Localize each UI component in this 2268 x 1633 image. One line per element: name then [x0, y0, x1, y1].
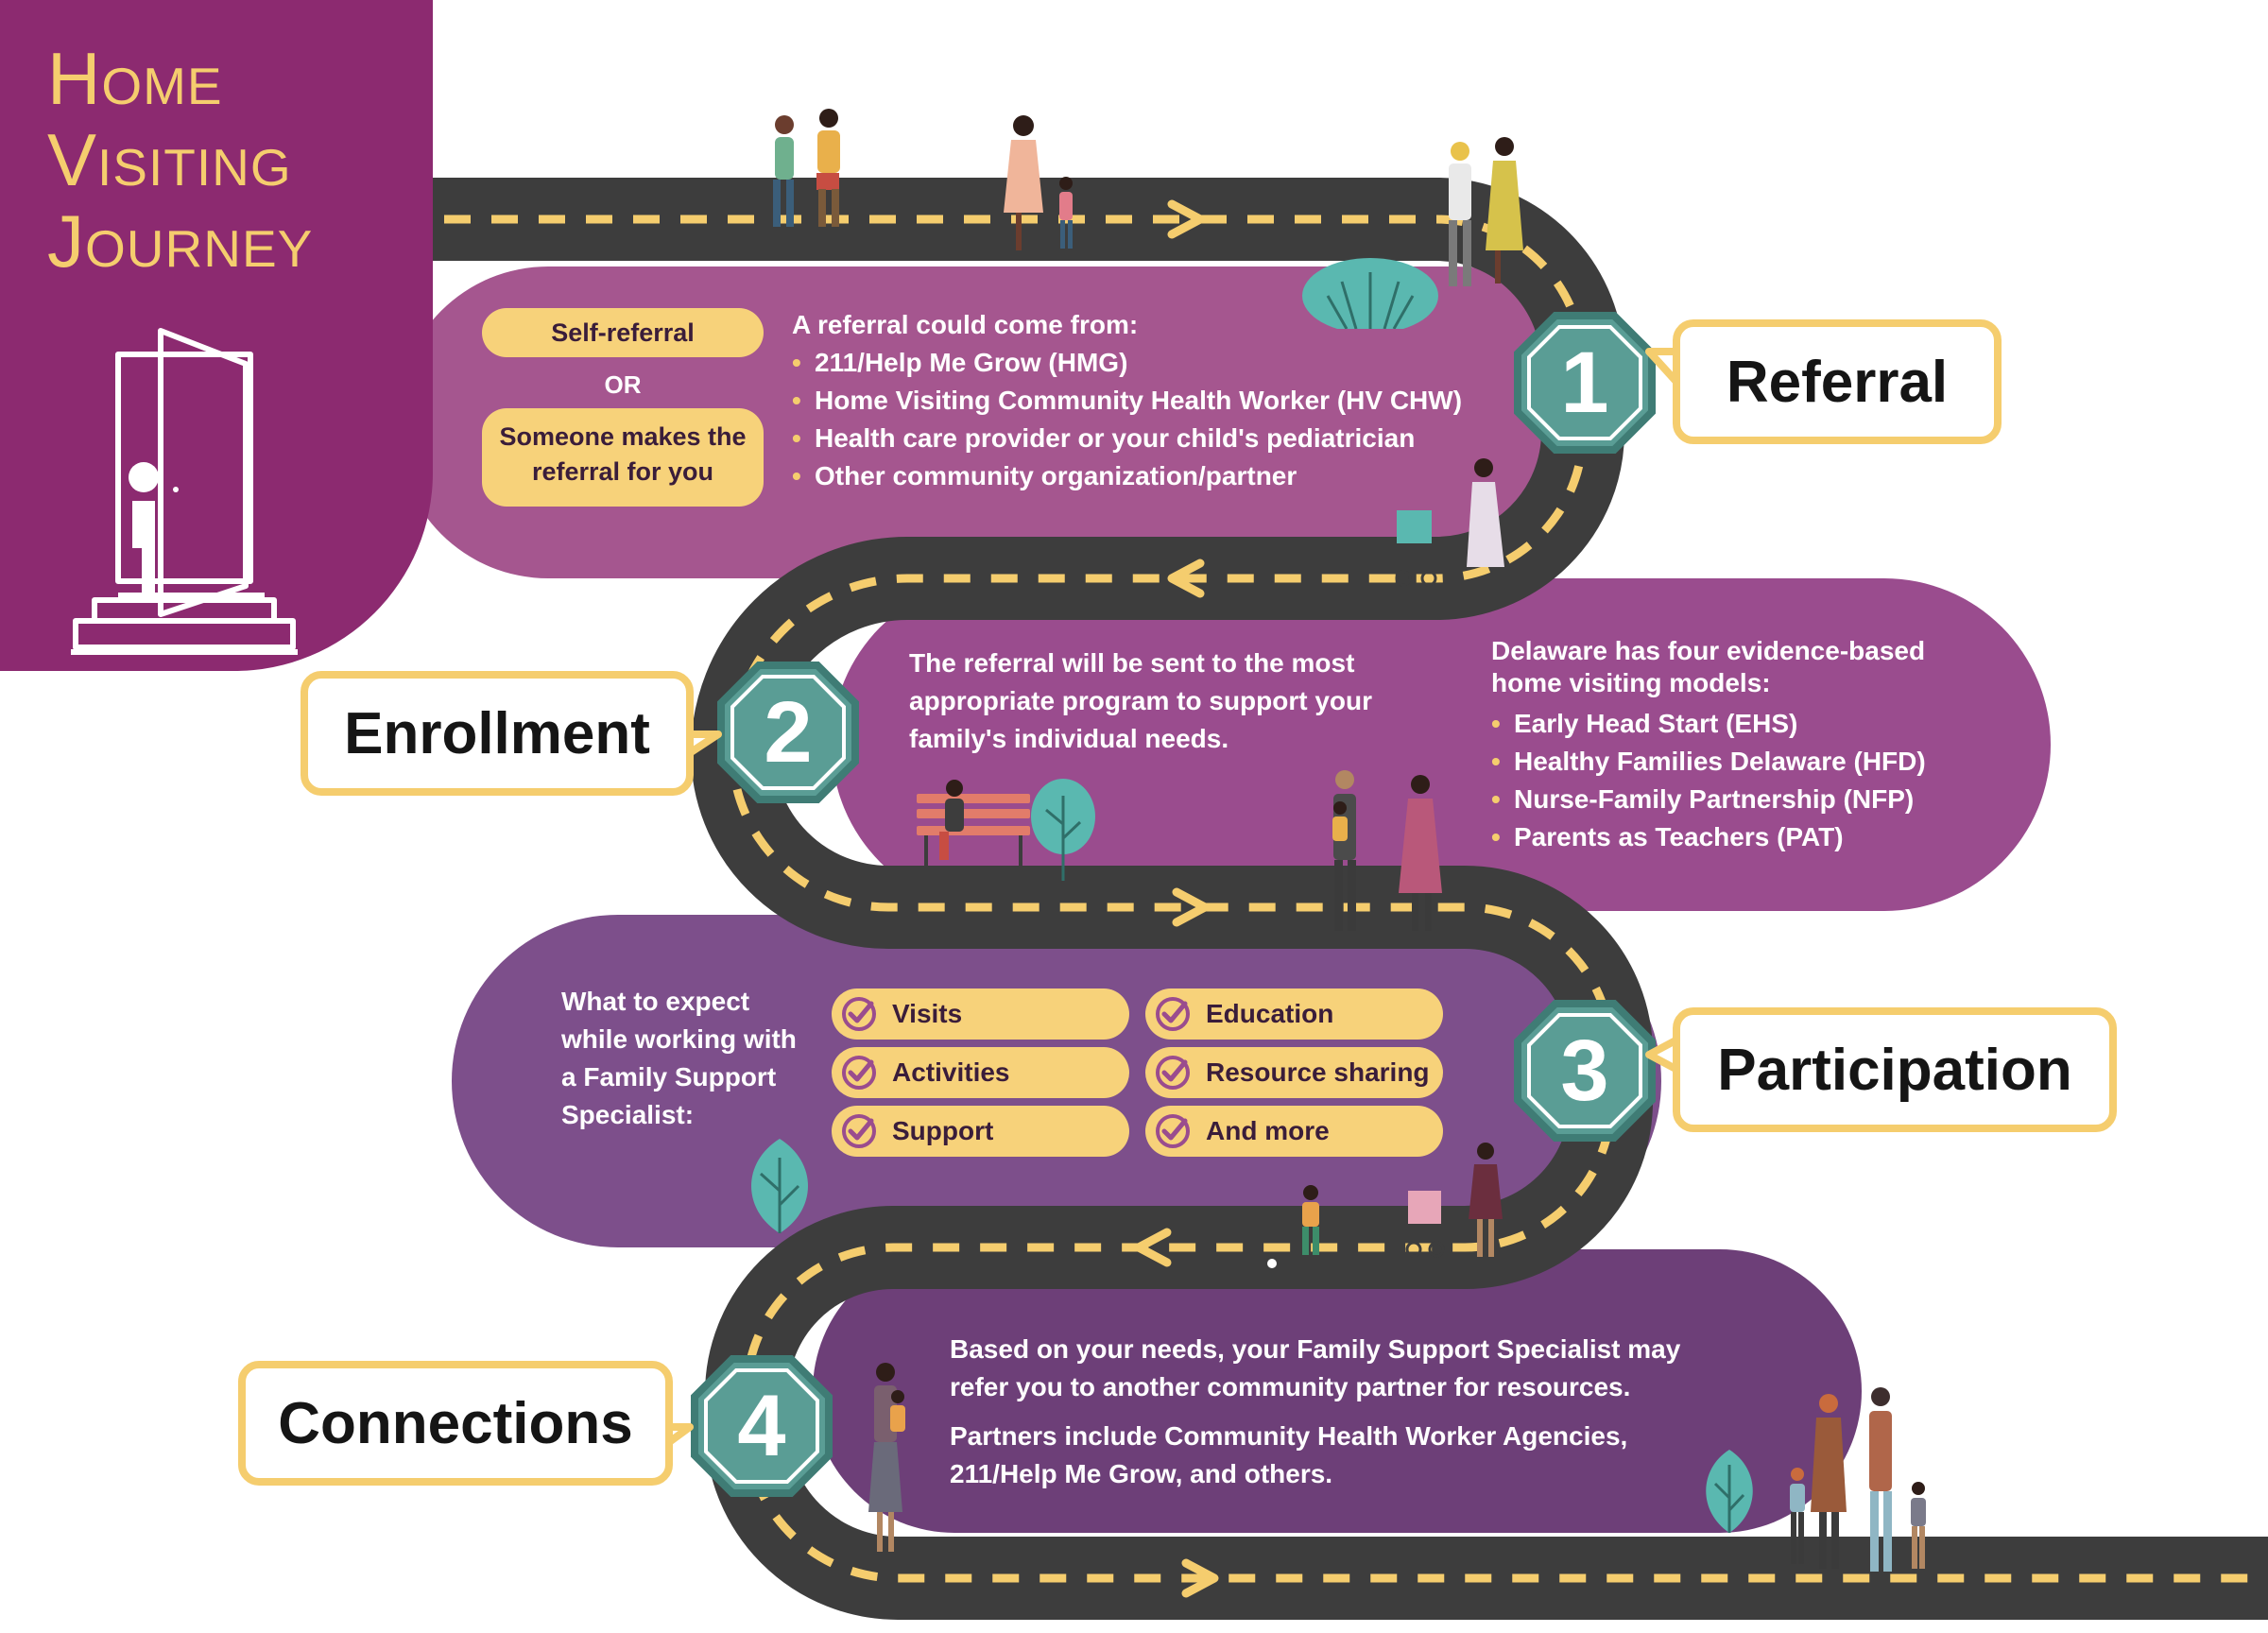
step-4-octagon: 4	[691, 1355, 833, 1497]
connections-text-2: Partners include Community Health Worker…	[950, 1421, 1628, 1488]
octagon-icon	[717, 662, 859, 803]
step-label-text: Enrollment	[344, 700, 650, 766]
enrollment-text: The referral will be sent to the most ap…	[909, 648, 1373, 753]
checkmark-circle-icon	[1156, 997, 1190, 1031]
step-label-text: Participation	[1717, 1037, 2072, 1103]
checklist-label: Activities	[892, 1057, 1010, 1087]
arrow-right-icon	[1181, 1558, 1219, 1598]
tree-icon	[1031, 779, 1095, 881]
connections-text-1: Based on your needs, your Family Support…	[950, 1334, 1681, 1401]
checkmark-circle-icon	[842, 997, 876, 1031]
title-line-3: Journey	[47, 199, 314, 283]
step-number: 3	[1560, 1022, 1609, 1119]
checklist-label: Education	[1206, 999, 1334, 1028]
list-item: Health care provider or your child's ped…	[792, 420, 1510, 457]
enrollment-models: Delaware has four evidence-based home vi…	[1491, 635, 1983, 856]
list-item: Early Head Start (EHS)	[1491, 705, 1983, 743]
self-referral-pill: Self-referral	[482, 308, 764, 357]
open-door-icon	[71, 328, 298, 655]
checklist-label: Support	[892, 1116, 994, 1145]
title-line-2: Visiting	[47, 118, 292, 201]
checklist-item-support: Support	[832, 1106, 1129, 1157]
self-referral-label: Self-referral	[551, 318, 695, 347]
connections-text: Based on your needs, your Family Support…	[950, 1331, 1734, 1493]
referral-sources: A referral could come from: 211/Help Me …	[792, 306, 1510, 495]
step-2-octagon: 2	[717, 662, 859, 803]
page-title: Home Visiting Journey	[47, 38, 425, 282]
checkmark-circle-icon	[1156, 1056, 1190, 1090]
step-number: 1	[1560, 334, 1609, 431]
octagon-icon	[1514, 1000, 1656, 1142]
models-intro: Delaware has four evidence-based home vi…	[1491, 636, 1926, 697]
title-panel	[0, 0, 433, 671]
step-3-octagon: 3	[1514, 1000, 1656, 1142]
bush-icon	[1302, 258, 1438, 329]
checkmark-circle-icon	[842, 1056, 876, 1090]
list-item: Nurse-Family Partnership (NFP)	[1491, 781, 1983, 818]
or-label: OR	[604, 370, 642, 399]
step-number: 2	[764, 683, 813, 781]
checklist-item-and-more: And more	[1145, 1106, 1443, 1157]
list-item: Other community organization/partner	[792, 457, 1510, 495]
step-3-label: Participation	[1673, 1007, 2117, 1132]
checklist-item-education: Education	[1145, 988, 1443, 1040]
someone-referral-label: Someone makes the referral for you	[499, 422, 747, 486]
leaf-plant-icon	[751, 1139, 808, 1233]
connections-band	[813, 1249, 1862, 1533]
list-item: Parents as Teachers (PAT)	[1491, 818, 1983, 856]
step-4-label: Connections	[238, 1361, 673, 1486]
step-label-text: Connections	[278, 1390, 633, 1456]
list-item: Home Visiting Community Health Worker (H…	[792, 382, 1510, 420]
step-number: 4	[737, 1377, 786, 1474]
title-line-1: Home	[47, 37, 223, 120]
checkmark-circle-icon	[1156, 1114, 1190, 1148]
arrow-right-icon	[1172, 887, 1210, 927]
octagon-icon	[1514, 312, 1656, 454]
someone-referral-pill: Someone makes the referral for you	[482, 408, 764, 507]
checklist-label: And more	[1206, 1116, 1330, 1145]
checklist-label: Resource sharing	[1206, 1057, 1430, 1087]
checkmark-circle-icon	[842, 1114, 876, 1148]
list-item: Healthy Families Delaware (HFD)	[1491, 743, 1983, 781]
arrow-right-icon	[1167, 199, 1205, 239]
step-1-label: Referral	[1673, 319, 2002, 444]
step-label-text: Referral	[1726, 349, 1949, 415]
checklist-item-activities: Activities	[832, 1047, 1129, 1098]
octagon-icon	[691, 1355, 833, 1497]
leaf-plant-icon	[1706, 1450, 1753, 1533]
checklist-item-visits: Visits	[832, 988, 1129, 1040]
participation-intro: What to expect while working with a Fami…	[561, 987, 797, 1129]
step-2-label: Enrollment	[301, 671, 694, 796]
arrow-left-icon	[1134, 1228, 1172, 1267]
arrow-left-icon	[1167, 559, 1205, 598]
referral-intro: A referral could come from:	[792, 310, 1139, 339]
checklist-label: Visits	[892, 999, 963, 1028]
checklist-item-resource-sharing: Resource sharing	[1145, 1047, 1443, 1098]
step-1-octagon: 1	[1514, 312, 1656, 454]
list-item: 211/Help Me Grow (HMG)	[792, 344, 1510, 382]
